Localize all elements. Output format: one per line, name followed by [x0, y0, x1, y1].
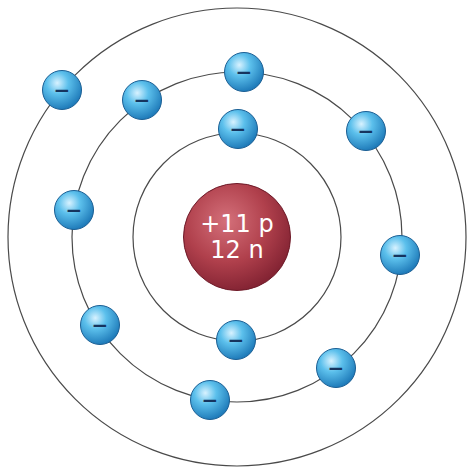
nucleus: +11 p12 n — [183, 183, 291, 291]
electron: − — [218, 109, 258, 149]
charge-sign: − — [228, 330, 245, 350]
charge-sign: − — [92, 315, 109, 335]
particle-count: 12 n — [210, 237, 263, 263]
electron: − — [216, 320, 256, 360]
electron: − — [54, 190, 94, 230]
electron: − — [316, 348, 356, 388]
particle-count: +11 p — [200, 211, 274, 237]
outer-shell — [8, 8, 466, 466]
electron: − — [224, 52, 264, 92]
charge-sign: − — [392, 245, 409, 265]
electron: − — [122, 80, 162, 120]
electron: − — [190, 380, 230, 420]
charge-sign: − — [230, 119, 247, 139]
electron: − — [346, 111, 386, 151]
electron: − — [42, 70, 82, 110]
charge-sign: − — [358, 121, 375, 141]
middle-shell — [72, 72, 402, 402]
charge-sign: − — [328, 358, 345, 378]
charge-sign: − — [236, 62, 253, 82]
inner-shell — [133, 133, 341, 341]
charge-sign: − — [66, 200, 83, 220]
charge-sign: − — [202, 390, 219, 410]
charge-sign: − — [134, 90, 151, 110]
electron: − — [380, 235, 420, 275]
charge-sign: − — [54, 80, 71, 100]
electron: − — [80, 305, 120, 345]
